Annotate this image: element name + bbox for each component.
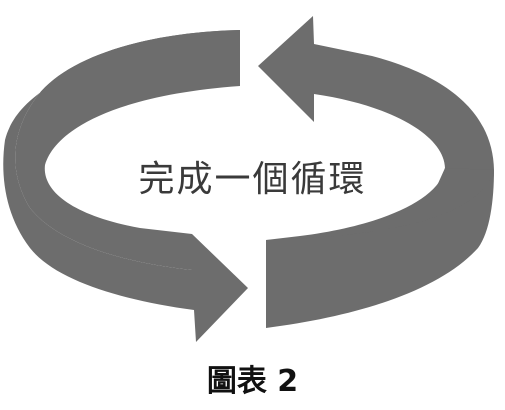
left-band-inner (15, 30, 241, 270)
left-cycle-band (3, 30, 248, 342)
bottom-cycle-tail (266, 170, 494, 328)
top-cycle-arrow (258, 16, 494, 228)
cycle-label: 完成一個循環 (138, 159, 367, 200)
figure-caption: 圖表 2 (206, 364, 299, 399)
